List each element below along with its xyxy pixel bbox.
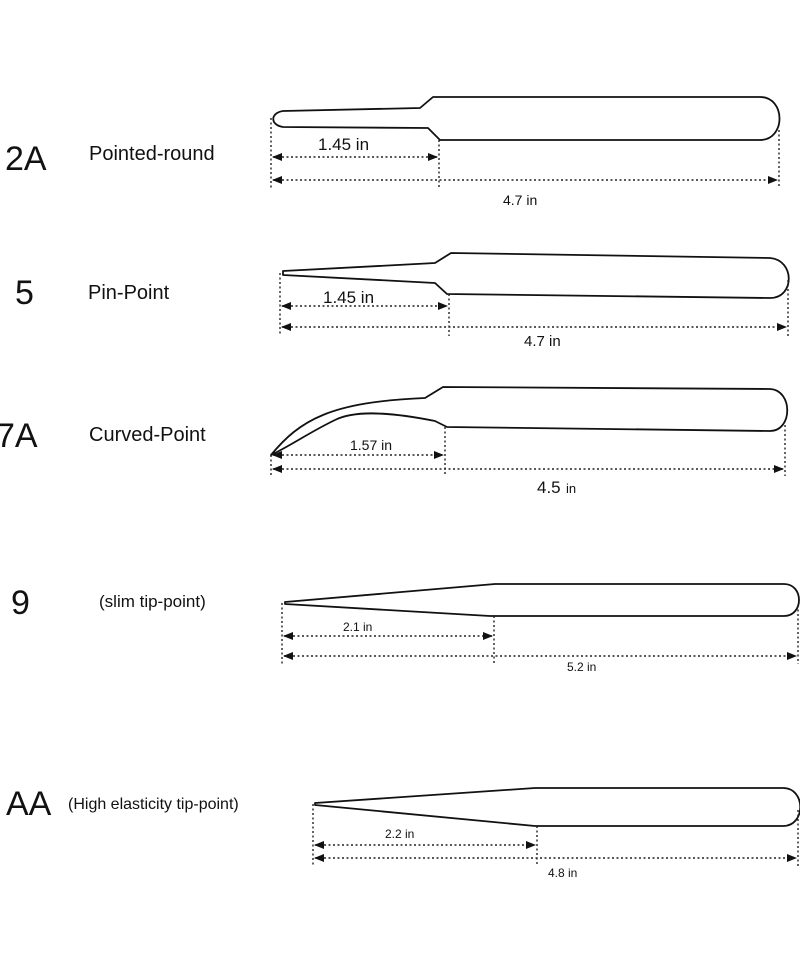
tweezer-name: (High elasticity tip-point) <box>68 796 239 813</box>
tip-length-label: 2.2 in <box>385 827 414 841</box>
tweezer-code: 7A <box>0 417 38 455</box>
tweezer-row-9: 9 (slim tip-point) 2.1 in 5.2 in <box>11 583 800 674</box>
tweezer-code: 5 <box>15 274 34 312</box>
tweezer-outline <box>272 96 781 141</box>
tweezer-code: 2A <box>5 140 47 178</box>
tweezer-row-aa: AA (High elasticity tip-point) 2.2 in 4.… <box>6 785 800 880</box>
tweezer-code: 9 <box>11 584 30 622</box>
tweezer-name: Curved-Point <box>89 424 206 446</box>
total-length-label: 4.8 in <box>548 866 577 880</box>
total-length-label: 4.7 in <box>503 192 537 208</box>
tip-length-label: 1.45 in <box>318 135 369 154</box>
tip-length-label: 2.1 in <box>343 620 372 634</box>
total-length-value: 4.5 <box>537 478 561 497</box>
tip-length-label: 1.45 in <box>323 288 374 307</box>
tweezer-name: Pin-Point <box>88 282 170 304</box>
total-length-unit: in <box>566 481 576 496</box>
tweezer-outline <box>314 787 800 827</box>
total-length-label: 4.7 in <box>524 333 561 350</box>
tweezer-name: (slim tip-point) <box>99 592 206 611</box>
tweezer-outline <box>270 386 789 456</box>
tweezer-row-5: 5 Pin-Point 1.45 in 4.7 in <box>15 252 790 350</box>
tip-length-label: 1.57 in <box>350 437 392 453</box>
tweezer-code: AA <box>6 785 52 823</box>
tweezer-outline <box>284 583 800 617</box>
tweezer-row-7a: 7A Curved-Point 1.57 in 4.5 in <box>0 386 789 497</box>
tweezer-name: Pointed-round <box>89 143 215 165</box>
tweezer-row-2a: 2A Pointed-round 1.45 in 4.7 in <box>5 96 781 208</box>
total-length-label: 5.2 in <box>567 660 596 674</box>
